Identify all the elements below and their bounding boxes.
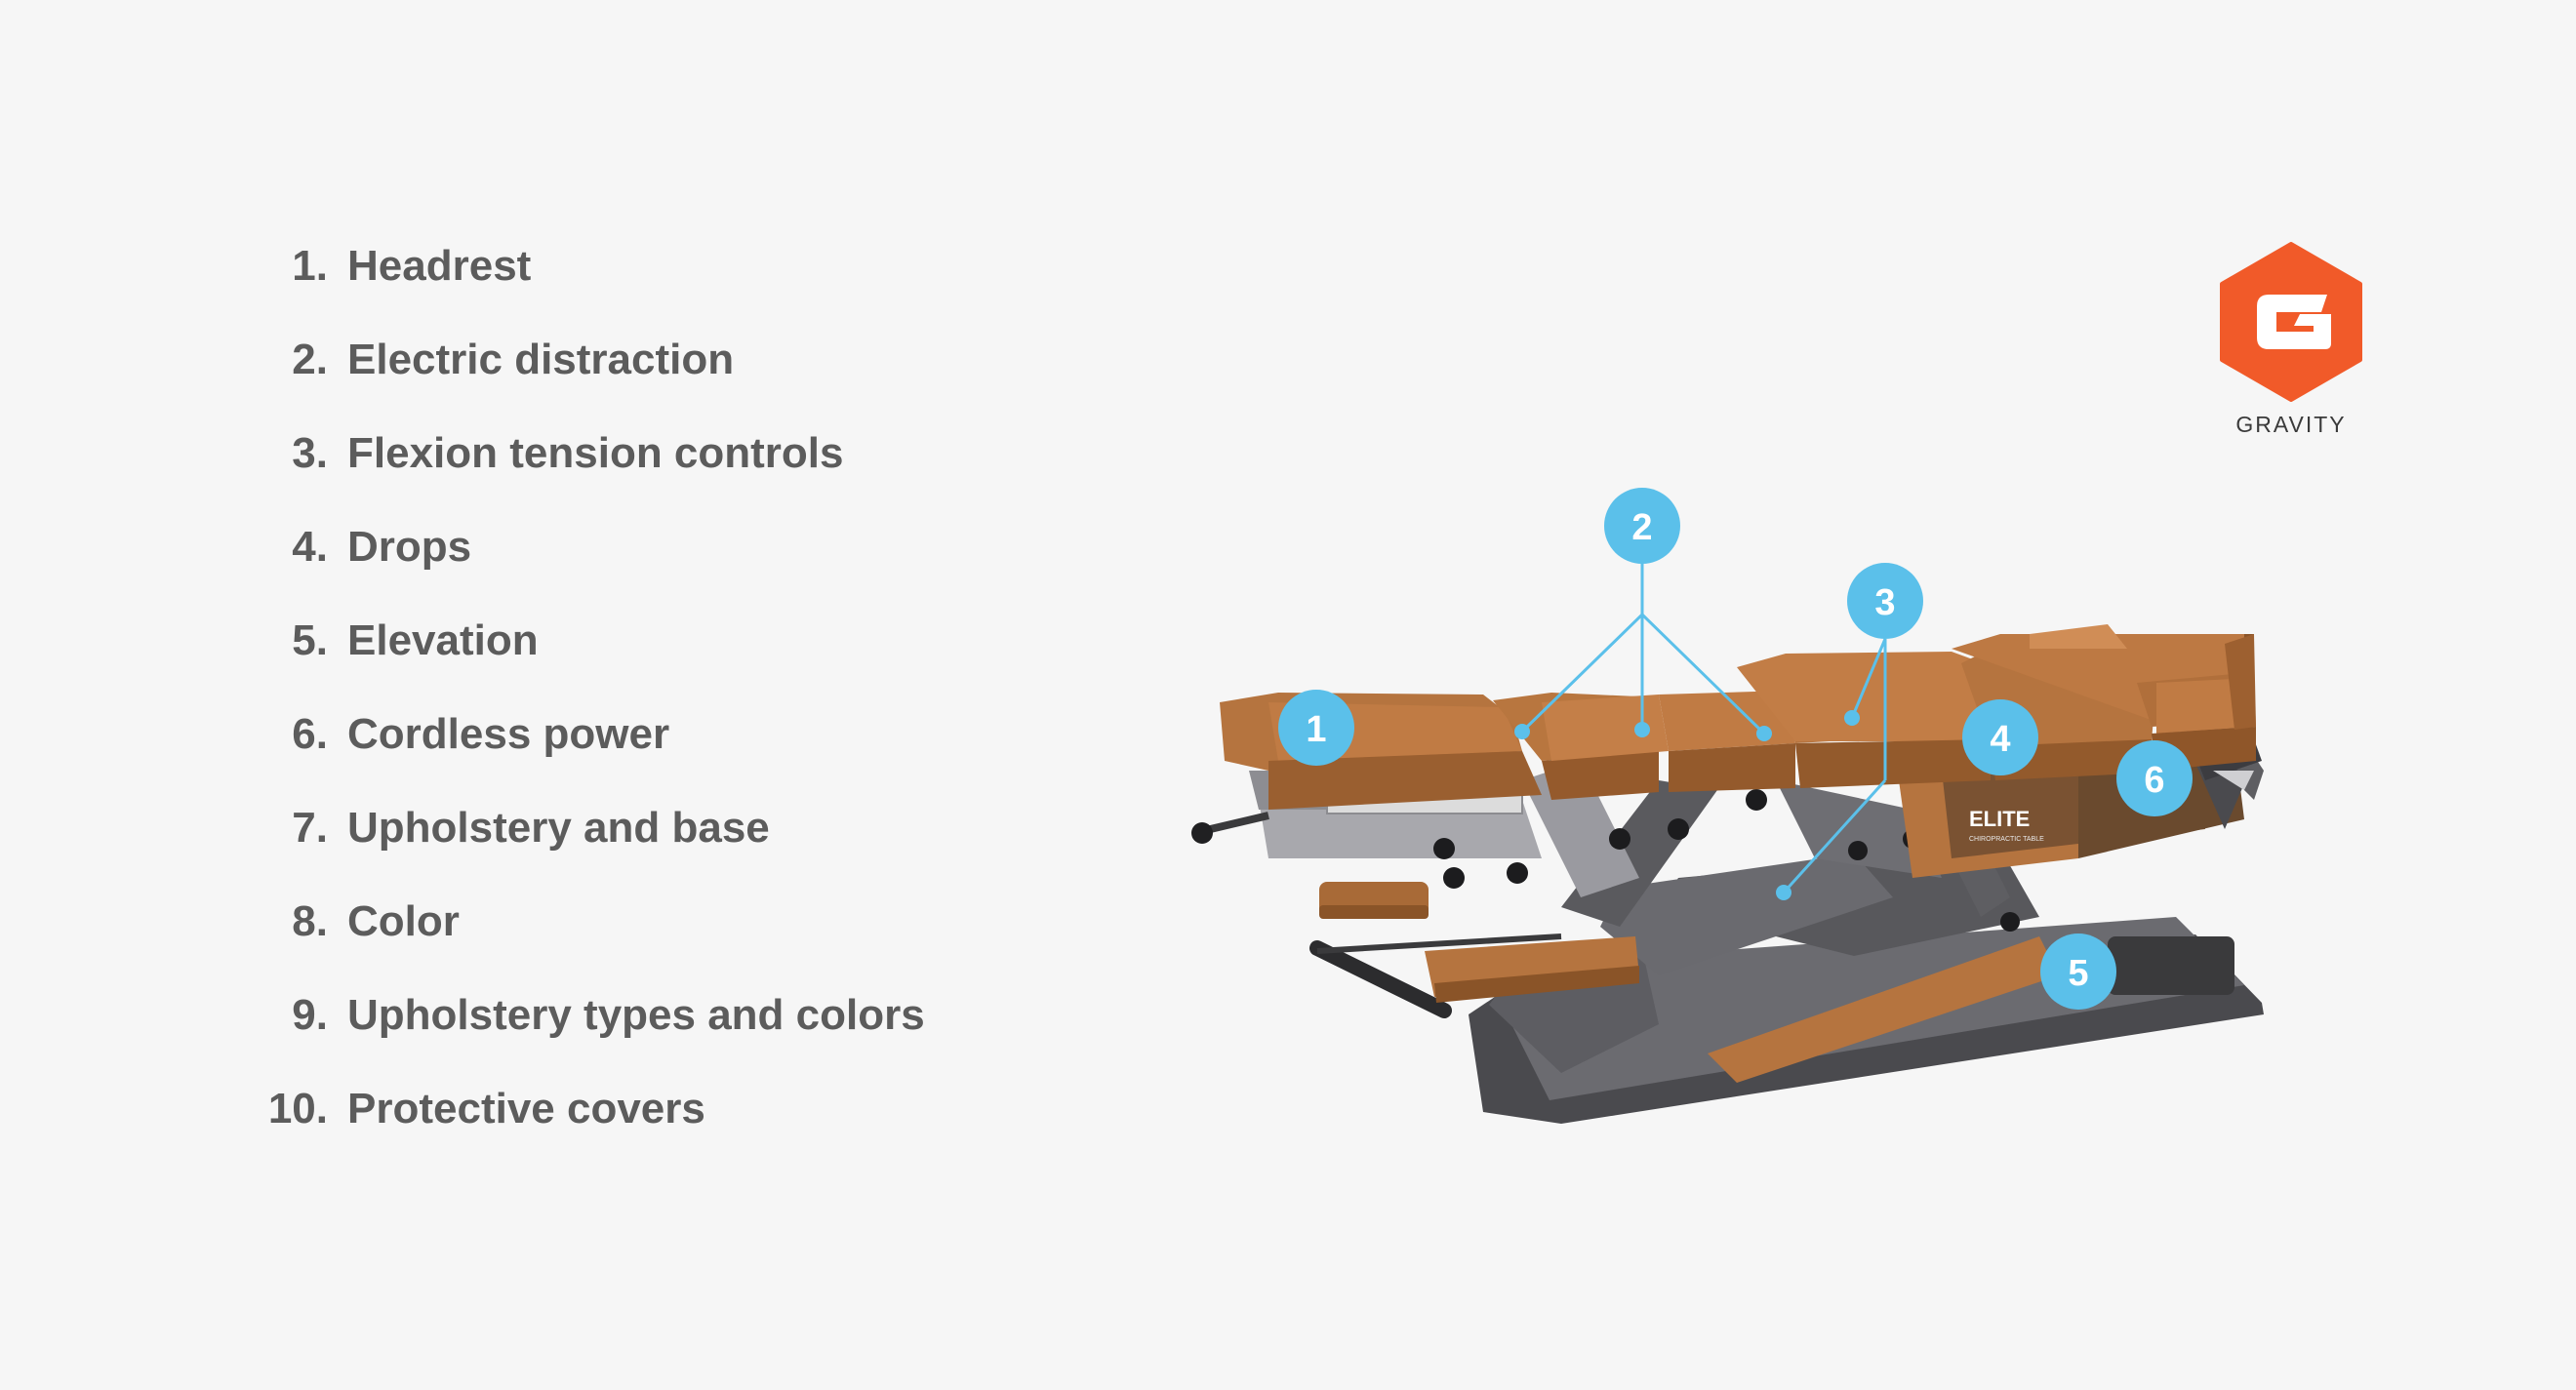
feature-number: 3. xyxy=(292,429,328,477)
feature-item-color: 8. Color xyxy=(234,897,925,991)
feature-number: 5. xyxy=(292,616,328,664)
feature-item-headrest: 1. Headrest xyxy=(234,242,925,336)
callout-1: 1 xyxy=(1278,690,1354,766)
callout-5-label: 5 xyxy=(2068,953,2088,994)
feature-label: Upholstery and base xyxy=(347,804,770,852)
feature-number: 1. xyxy=(292,242,328,290)
product-sub-label: CHIROPRACTIC TABLE xyxy=(1969,836,2044,843)
callout-3: 3 xyxy=(1847,563,1923,639)
callout-6-label: 6 xyxy=(2144,760,2164,801)
feature-number: 7. xyxy=(292,804,328,852)
feature-item-drops: 4. Drops xyxy=(234,523,925,616)
feature-number: 4. xyxy=(292,523,328,571)
callout-anchor-dots xyxy=(1514,710,1860,900)
callout-anchor-dot xyxy=(1776,885,1791,900)
callout-anchor-dot xyxy=(1756,726,1772,741)
feature-item-cordless-power: 6. Cordless power xyxy=(234,710,925,804)
callout-2: 2 xyxy=(1604,488,1680,564)
callout-4-label: 4 xyxy=(1990,719,2010,760)
feature-item-protective-covers: 10. Protective covers xyxy=(234,1085,925,1178)
feature-list: 1. Headrest 2. Electric distraction 3. Flex… xyxy=(234,242,925,1178)
feature-number: 9. xyxy=(292,991,328,1039)
feature-item-upholstery-base: 7. Upholstery and base xyxy=(234,804,925,897)
feature-item-elevation: 5. Elevation xyxy=(234,616,925,710)
feature-label: Upholstery types and colors xyxy=(347,991,925,1039)
callout-anchor-dot xyxy=(1514,724,1530,739)
callout-3-label: 3 xyxy=(1874,582,1895,623)
callout-anchor-dot xyxy=(1844,710,1860,726)
feature-label: Flexion tension controls xyxy=(347,429,844,477)
callout-1-label: 1 xyxy=(1306,709,1326,750)
feature-number: 2. xyxy=(292,336,328,383)
feature-label: Color xyxy=(347,897,460,945)
feature-item-flexion-tension: 3. Flexion tension controls xyxy=(234,429,925,523)
gravity-logo-text: GRAVITY xyxy=(2235,412,2347,437)
feature-label: Cordless power xyxy=(347,710,670,758)
product-brand-label: ELITE xyxy=(1969,807,2030,831)
feature-label: Electric distraction xyxy=(347,336,735,383)
feature-label: Elevation xyxy=(347,616,539,664)
feature-number: 6. xyxy=(292,710,328,758)
feature-label: Headrest xyxy=(347,242,532,290)
callout-anchor-dot xyxy=(1634,722,1650,737)
feature-number: 8. xyxy=(292,897,328,945)
gravity-logo: GRAVITY xyxy=(2213,242,2369,438)
feature-label: Drops xyxy=(347,523,472,571)
callout-6: 6 xyxy=(2116,740,2193,816)
callout-leader-lines xyxy=(1520,556,1887,894)
feature-label: Protective covers xyxy=(347,1085,705,1132)
callout-2-label: 2 xyxy=(1631,507,1652,548)
gravity-logo-icon xyxy=(2220,242,2362,402)
arm-rests xyxy=(1319,882,1639,1003)
feature-item-upholstery-types: 9. Upholstery types and colors xyxy=(234,991,925,1085)
feature-item-electric-distraction: 2. Electric distraction xyxy=(234,336,925,429)
callout-5: 5 xyxy=(2040,933,2116,1010)
feature-number: 10. xyxy=(267,1085,328,1132)
callout-4: 4 xyxy=(1962,699,2038,775)
